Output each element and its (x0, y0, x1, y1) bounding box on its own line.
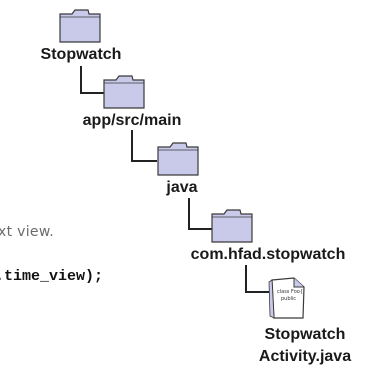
file-label-line1: Stopwatch (264, 326, 346, 343)
folder-label-com-hfad-stopwatch: com.hfad.stopwatch (190, 246, 346, 263)
folder-icon (210, 208, 254, 244)
file-icon-text-line2: public (281, 296, 297, 302)
code-snippet: d.time_view); (0, 268, 104, 285)
java-file-icon: class Foo{ public (268, 274, 308, 320)
folder-label-app-src-main: app/src/main (82, 112, 182, 129)
tree-connector (245, 265, 271, 293)
folder-label-stopwatch: Stopwatch (40, 46, 122, 63)
tree-connector (131, 130, 157, 162)
folder-icon (102, 74, 146, 110)
folder-icon (58, 8, 102, 44)
folder-icon (156, 141, 200, 177)
tree-connector (80, 66, 104, 94)
handwritten-note: xt view. (0, 224, 55, 240)
file-label-line2: Activity.java (258, 348, 352, 365)
tree-connector (188, 198, 212, 230)
file-icon-text-line1: class Foo{ (277, 289, 303, 295)
folder-label-java: java (166, 179, 198, 196)
